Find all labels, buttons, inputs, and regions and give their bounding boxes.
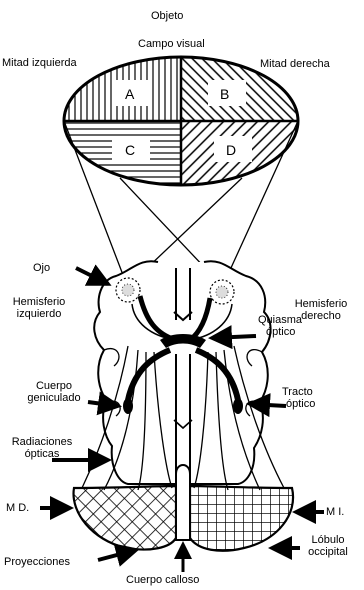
arrow-proyecciones	[98, 550, 136, 560]
label-proyecciones: Proyecciones	[4, 556, 70, 568]
occipital-mi	[190, 486, 293, 551]
quadrant-c-label: C	[125, 142, 135, 158]
left-eye	[116, 278, 140, 302]
label-lobulo-line2: occipital	[298, 546, 358, 558]
quadrant-d-label: D	[226, 142, 236, 158]
label-hemisferio-izquierdo-line2: izquierdo	[4, 308, 74, 320]
label-tracto-line1: Tracto	[282, 386, 315, 398]
label-md: M D.	[6, 502, 29, 514]
label-mi: M I.	[326, 506, 344, 518]
label-radiaciones-line2: ópticas	[2, 448, 82, 460]
quadrant-a-label: A	[125, 86, 134, 102]
right-geniculate-body	[233, 398, 243, 414]
right-eye	[210, 280, 234, 304]
arrow-quiasma	[212, 336, 256, 338]
label-lobulo-occipital: Lóbulo occipital	[298, 534, 358, 558]
label-cuerpo-geniculado-line2: geniculado	[20, 392, 88, 404]
label-tracto-line2: óptico	[282, 398, 315, 410]
label-hemisferio-izquierdo: Hemisferio izquierdo	[4, 296, 74, 320]
label-cuerpo-geniculado-line1: Cuerpo	[20, 380, 88, 392]
label-objeto: Objeto	[151, 10, 183, 22]
label-quiasma-optico: Quiasma óptico	[258, 314, 302, 338]
left-geniculate-body	[123, 398, 133, 414]
label-cuerpo-geniculado: Cuerpo geniculado	[20, 380, 88, 404]
label-mitad-derecha: Mitad derecha	[260, 58, 330, 70]
label-quiasma-line1: Quiasma	[258, 314, 302, 326]
label-cuerpo-calloso: Cuerpo calloso	[126, 574, 199, 586]
label-ojo: Ojo	[33, 262, 50, 274]
label-radiaciones-line1: Radiaciones	[2, 436, 82, 448]
label-tracto-optico: Tracto óptico	[282, 386, 315, 410]
occipital-md	[74, 486, 176, 550]
label-campo-visual: Campo visual	[138, 38, 205, 50]
arrow-tracto	[250, 404, 286, 406]
label-mitad-izquierda: Mitad izquierda	[2, 57, 77, 69]
label-radiaciones-opticas: Radiaciones ópticas	[2, 436, 82, 460]
label-hemisferio-derecho-line1: Hemisferio	[286, 298, 356, 310]
label-hemisferio-izquierdo-line1: Hemisferio	[4, 296, 74, 308]
arrow-ojo	[76, 268, 108, 284]
label-quiasma-line2: óptico	[258, 326, 302, 338]
quadrant-b-label: B	[220, 86, 229, 102]
label-lobulo-line1: Lóbulo	[298, 534, 358, 546]
